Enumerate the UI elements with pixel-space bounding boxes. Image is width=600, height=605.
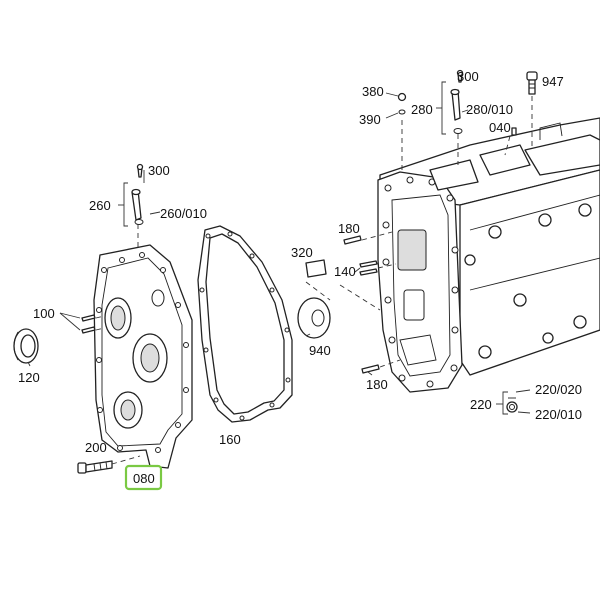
label-200[interactable]: 200: [85, 440, 107, 455]
seal-ring-120[interactable]: [13, 328, 39, 364]
part-040[interactable]: [511, 127, 517, 136]
label-160[interactable]: 160: [219, 432, 241, 447]
label-180-lower[interactable]: 180: [366, 377, 388, 392]
dowel-180-lower[interactable]: [361, 364, 380, 374]
sensor-947[interactable]: [526, 71, 538, 95]
label-220-020[interactable]: 220/020: [535, 382, 582, 397]
label-180-upper[interactable]: 180: [338, 221, 360, 236]
label-280[interactable]: 280: [411, 102, 433, 117]
label-280-010[interactable]: 280/010: [466, 102, 513, 117]
ring-940[interactable]: [297, 297, 331, 339]
pins-140[interactable]: [359, 260, 378, 276]
front-cover-200[interactable]: [93, 244, 193, 469]
label-040[interactable]: 040: [489, 120, 511, 135]
leader-lines: [27, 81, 533, 465]
gasket-160[interactable]: [197, 225, 293, 423]
label-940[interactable]: 940: [309, 343, 331, 358]
screw-300-right[interactable]: [456, 69, 464, 83]
pins-100[interactable]: [81, 314, 96, 334]
dowel-180-upper[interactable]: [343, 235, 362, 245]
label-220-010[interactable]: 220/010: [535, 407, 582, 422]
pin-260[interactable]: [131, 188, 144, 225]
label-100[interactable]: 100: [33, 306, 55, 321]
label-300-right[interactable]: 300: [457, 69, 479, 84]
plug-220[interactable]: [506, 397, 518, 413]
highlight-box: [124, 464, 163, 491]
highlighted-callout-080[interactable]: 080: [124, 464, 163, 491]
label-320[interactable]: 320: [291, 245, 313, 260]
label-220[interactable]: 220: [470, 397, 492, 412]
bolt-080[interactable]: [77, 460, 113, 474]
label-140[interactable]: 140: [334, 264, 356, 279]
pin-280[interactable]: [450, 88, 463, 134]
gearbox-housing[interactable]: [377, 117, 600, 393]
label-260[interactable]: 260: [89, 198, 111, 213]
plug-380[interactable]: [397, 92, 407, 115]
label-380[interactable]: 380: [362, 84, 384, 99]
label-947[interactable]: 947: [542, 74, 564, 89]
label-080[interactable]: 080: [133, 471, 155, 486]
label-260-010[interactable]: 260/010: [160, 206, 207, 221]
plate-320[interactable]: [305, 259, 327, 278]
label-300-left[interactable]: 300: [148, 163, 170, 178]
label-390[interactable]: 390: [359, 112, 381, 127]
callout-labels: 380 300 947 280 280/010 390 040 300 260 …: [18, 69, 582, 455]
label-120[interactable]: 120: [18, 370, 40, 385]
screw-300-left[interactable]: [136, 163, 144, 178]
